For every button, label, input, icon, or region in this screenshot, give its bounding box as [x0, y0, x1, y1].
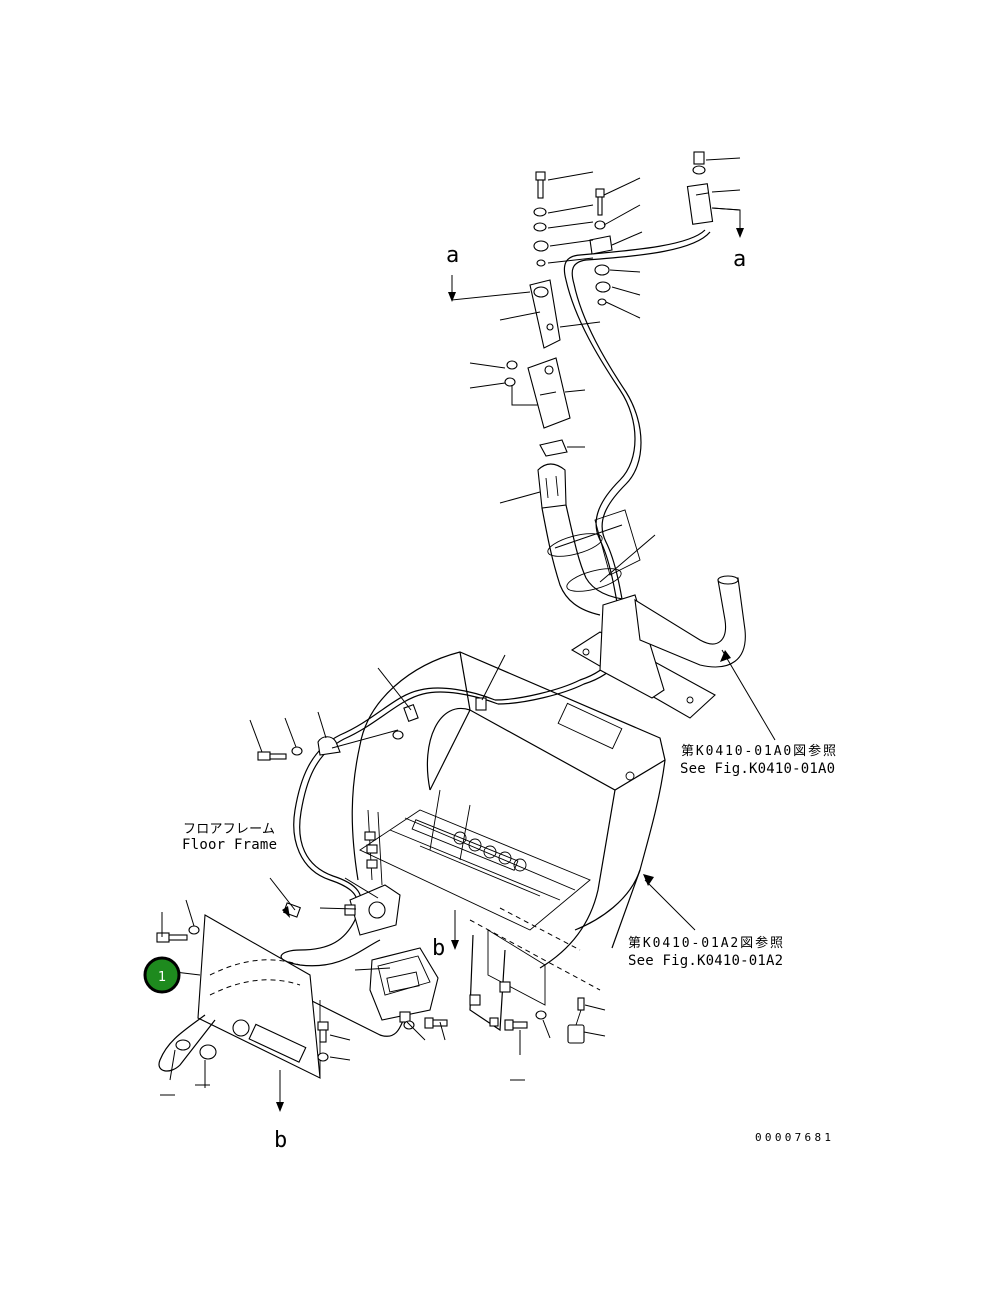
cable-clip-2	[403, 704, 419, 722]
hidden-line-1	[469, 919, 601, 991]
bracket-plate-upper	[529, 279, 561, 349]
clamp-bolt-assembly	[257, 730, 404, 761]
switch-assembly	[283, 884, 401, 936]
band-bracket	[594, 509, 641, 576]
band-1	[547, 533, 603, 557]
pedestal-and-pipe	[570, 575, 746, 719]
cover-plate	[197, 914, 321, 1079]
see-fig-2-en: See Fig.K0410-01A2	[628, 953, 783, 969]
floor-frame-label-jp: フロアフレーム	[183, 822, 275, 837]
bolt-cover	[156, 925, 200, 943]
callout-1-circle	[143, 956, 181, 994]
control-column-assembly	[494, 151, 714, 705]
reference-arrows	[276, 207, 744, 1112]
tube-line-2	[565, 504, 631, 601]
cable-clip-1	[475, 697, 487, 711]
see-fig-1-jp: 第K0410-01A0図参照	[681, 743, 836, 759]
bolt-cover-right	[317, 1021, 329, 1062]
washer-4	[504, 377, 516, 387]
tube-line-1	[541, 507, 601, 616]
hidden-line-2	[499, 907, 581, 951]
washer-1	[533, 207, 547, 217]
band-2	[566, 568, 622, 592]
sensor-upper-right	[686, 151, 714, 225]
callout-1-number: 1	[158, 970, 166, 985]
washer-2	[533, 222, 547, 232]
ref-b-bottom: b	[274, 1128, 287, 1153]
controller-box	[369, 947, 439, 1030]
cover-wire	[158, 1014, 217, 1072]
frame-top-edge	[359, 651, 666, 791]
bolt-right	[504, 1010, 547, 1031]
see-fig-2-jp: 第K0410-01A2図参照	[628, 935, 783, 951]
callout-1-button[interactable]: 1	[143, 956, 181, 994]
floor-frame-label-en: Floor Frame	[182, 837, 277, 853]
ref-a-top-right: a	[733, 247, 746, 272]
washer-3	[533, 240, 549, 252]
see-fig-1-en: See Fig.K0410-01A0	[680, 761, 835, 777]
ref-a-top-left: a	[446, 243, 459, 268]
yoke	[537, 463, 567, 509]
pipe-bent	[634, 577, 746, 668]
floor-frame-leader	[269, 877, 296, 911]
bolt-center	[424, 1017, 448, 1029]
nut-2	[506, 360, 518, 370]
cable-clamp-upper	[589, 188, 613, 306]
floor-frame	[351, 651, 666, 1032]
pedestal-column	[599, 594, 665, 699]
drawing-number: 00007681	[755, 1131, 831, 1144]
bolt-left	[535, 171, 546, 199]
ref-b-mid: b	[432, 936, 445, 961]
see-fig-2-leader	[644, 879, 696, 931]
frame-deck	[359, 809, 591, 931]
nut-1	[536, 259, 546, 267]
relay-right	[567, 997, 585, 1044]
clamp	[539, 439, 568, 457]
bracket-plate-lower	[527, 357, 571, 429]
see-fig-1-leader	[721, 649, 776, 741]
